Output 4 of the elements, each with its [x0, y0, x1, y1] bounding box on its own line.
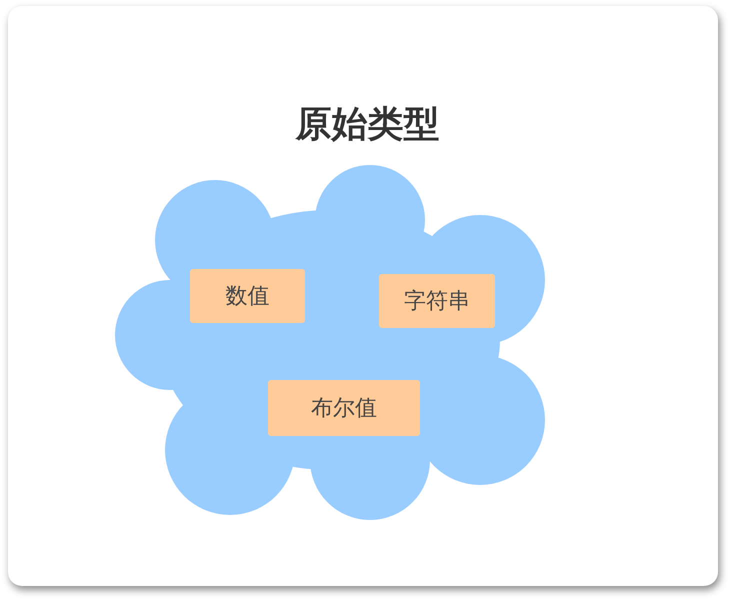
term-box: 数值	[190, 269, 305, 323]
term-box: 字符串	[379, 274, 495, 328]
term-box: 布尔值	[268, 380, 420, 436]
diagram-title: 原始类型	[294, 103, 440, 147]
